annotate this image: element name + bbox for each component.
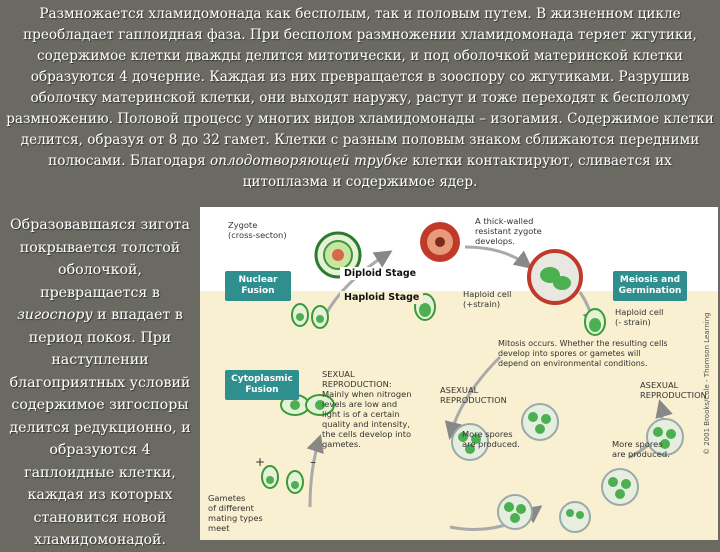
asexual-reproduction-right: ASEXUAL REPRODUCTION bbox=[640, 380, 707, 400]
thick-walled-zygote bbox=[420, 222, 460, 262]
life-cycle-diagram: Zygote (cross-secton) A thick-walled res… bbox=[200, 207, 718, 540]
more-spores-label-2: More spores are produced. bbox=[612, 439, 670, 459]
zygote-text-emphasis: зигоспору bbox=[17, 307, 93, 323]
haploid-cell-minus bbox=[584, 308, 606, 336]
intro-paragraph: Размножается хламидомонада как бесполым,… bbox=[4, 4, 716, 193]
cytoplasmic-fusion-box: Cytoplasmic Fusion bbox=[225, 370, 299, 400]
meiosis-box: Meiosis and Germination bbox=[613, 271, 687, 301]
zygote-text-part1: Образовавшаяся зигота покрывается толсто… bbox=[10, 217, 190, 301]
zygote-paragraph: Образовавшаяся зигота покрывается толсто… bbox=[4, 214, 196, 552]
zygote-text-part2: и впадает в период покоя. При наступлени… bbox=[9, 307, 191, 548]
minus-sign: – bbox=[310, 455, 316, 469]
zygote-label: Zygote (cross-secton) bbox=[228, 220, 287, 240]
asexual-reproduction-mid: ASEXUAL REPRODUCTION bbox=[440, 385, 507, 405]
plus-sign: + bbox=[255, 455, 266, 469]
gametes-label: Gametes of different mating types meet bbox=[208, 493, 263, 533]
haploid-minus-label: Haploid cell (- strain) bbox=[615, 307, 664, 327]
haploid-stage-label: Haploid Stage bbox=[340, 291, 424, 304]
zygote-cross-section bbox=[314, 231, 362, 279]
nuclear-fusion-box: Nuclear Fusion bbox=[225, 271, 291, 301]
nuclear-fusion-cells bbox=[291, 303, 329, 329]
thick-walled-label: A thick-walled resistant zygote develops… bbox=[475, 216, 542, 246]
diagram-artwork bbox=[261, 222, 684, 533]
intro-text-part1: Размножается хламидомонада как бесполым,… bbox=[6, 6, 714, 169]
gamete-cells bbox=[261, 465, 304, 494]
intro-text-emphasis: оплодотворяющей трубке bbox=[210, 153, 408, 169]
cytoplasmic-fusion-cells bbox=[280, 394, 335, 416]
haploid-plus-label: Haploid cell (+strain) bbox=[463, 289, 512, 309]
sexual-reproduction-text: SEXUAL REPRODUCTION: Mainly when nitroge… bbox=[322, 369, 412, 449]
more-spores-label-1: More spores are produced. bbox=[462, 429, 520, 449]
spore-clusters bbox=[451, 403, 684, 533]
meiosis-cell bbox=[527, 249, 583, 305]
copyright-text: © 2001 Brooks/Cole - Thomson Learning bbox=[703, 312, 711, 455]
intro-text-part2: клетки контактируют, сливается их цитопл… bbox=[242, 153, 672, 190]
mitosis-text: Mitosis occurs. Whether the resulting ce… bbox=[498, 339, 668, 368]
diploid-stage-label: Diploid Stage bbox=[340, 267, 421, 280]
